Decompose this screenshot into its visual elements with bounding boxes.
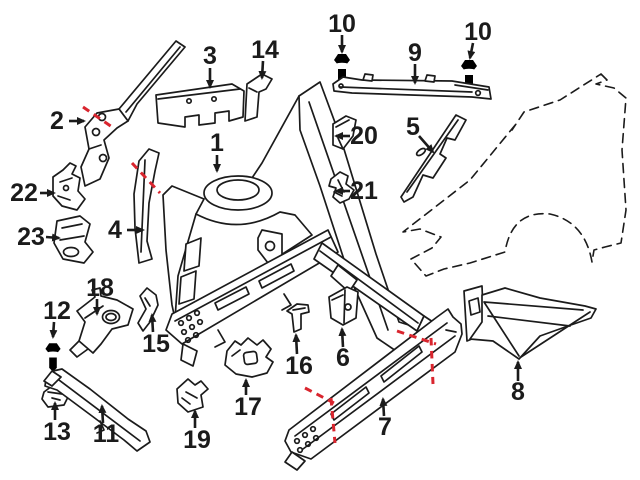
callout-label-18: 18 (86, 274, 114, 302)
part-11-diagonal-strip (43, 368, 151, 452)
part-9-tie-bar-rail (332, 73, 492, 100)
part-8-corner-bracket (463, 285, 597, 360)
part-19-stepped-bracket (176, 378, 209, 413)
part-7-sill-rail (284, 308, 463, 471)
part-16-t-clip (286, 303, 310, 333)
cut-mark-3 (396, 329, 437, 346)
callout-arrow-10 (467, 42, 476, 60)
callout-label-9: 9 (408, 39, 422, 67)
callout-label-14: 14 (251, 36, 279, 64)
cut-mark-5 (304, 386, 335, 405)
part-12-bolt (44, 343, 62, 372)
cut-mark-1 (82, 105, 116, 131)
callout-label-7: 7 (378, 413, 392, 441)
callout-label-19: 19 (183, 426, 211, 454)
part-3-notched-bracket (155, 83, 245, 128)
callout-arrow-12 (49, 321, 58, 339)
part-18-mount-support (69, 287, 134, 358)
callout-arrow-14 (258, 60, 267, 80)
callout-label-5: 5 (406, 113, 420, 141)
part-4-curved-rail (133, 148, 160, 264)
fender-dashed-outline (402, 73, 627, 277)
callout-label-10: 10 (328, 10, 356, 38)
callout-label-16: 16 (285, 352, 313, 380)
part-17-pronged-bracket (224, 337, 274, 378)
callout-arrow-7 (379, 397, 388, 417)
callout-label-23: 23 (17, 223, 45, 251)
part-15-curved-blade (137, 287, 159, 332)
part-14-angled-strip (244, 73, 273, 122)
part-5-diagonal-reinforcement (400, 114, 467, 203)
callout-label-22: 22 (10, 179, 38, 207)
callout-arrow-6 (338, 327, 347, 348)
callout-arrow-11 (98, 404, 107, 424)
callout-label-13: 13 (43, 418, 71, 446)
callout-arrow-5 (418, 135, 435, 154)
cut-mark-2 (130, 161, 162, 195)
callout-label-8: 8 (511, 378, 525, 406)
callout-arrow-15 (148, 313, 157, 333)
callout-label-4: 4 (108, 216, 122, 244)
callout-arrow-23 (45, 233, 61, 242)
callout-label-6: 6 (336, 344, 350, 372)
callout-arrow-16 (292, 333, 301, 355)
callout-label-12: 12 (43, 297, 71, 325)
callout-label-2: 2 (50, 107, 64, 135)
callout-label-20: 20 (350, 122, 378, 150)
callout-label-3: 3 (203, 42, 217, 70)
part-1-wheelhouse-apron-assembly (162, 81, 434, 367)
callout-label-17: 17 (234, 393, 262, 421)
part-22-mount-bracket (52, 162, 86, 211)
callout-label-1: 1 (210, 129, 224, 157)
callout-label-15: 15 (142, 330, 170, 358)
part-6-box-bracket (328, 286, 359, 326)
part-23-mount-bracket (53, 215, 94, 264)
callout-label-21: 21 (350, 177, 378, 205)
part-2-support-bracket (80, 40, 186, 187)
cut-marks-layer (82, 105, 437, 444)
callout-label-11: 11 (93, 420, 120, 448)
callout-label-10: 10 (464, 18, 492, 46)
